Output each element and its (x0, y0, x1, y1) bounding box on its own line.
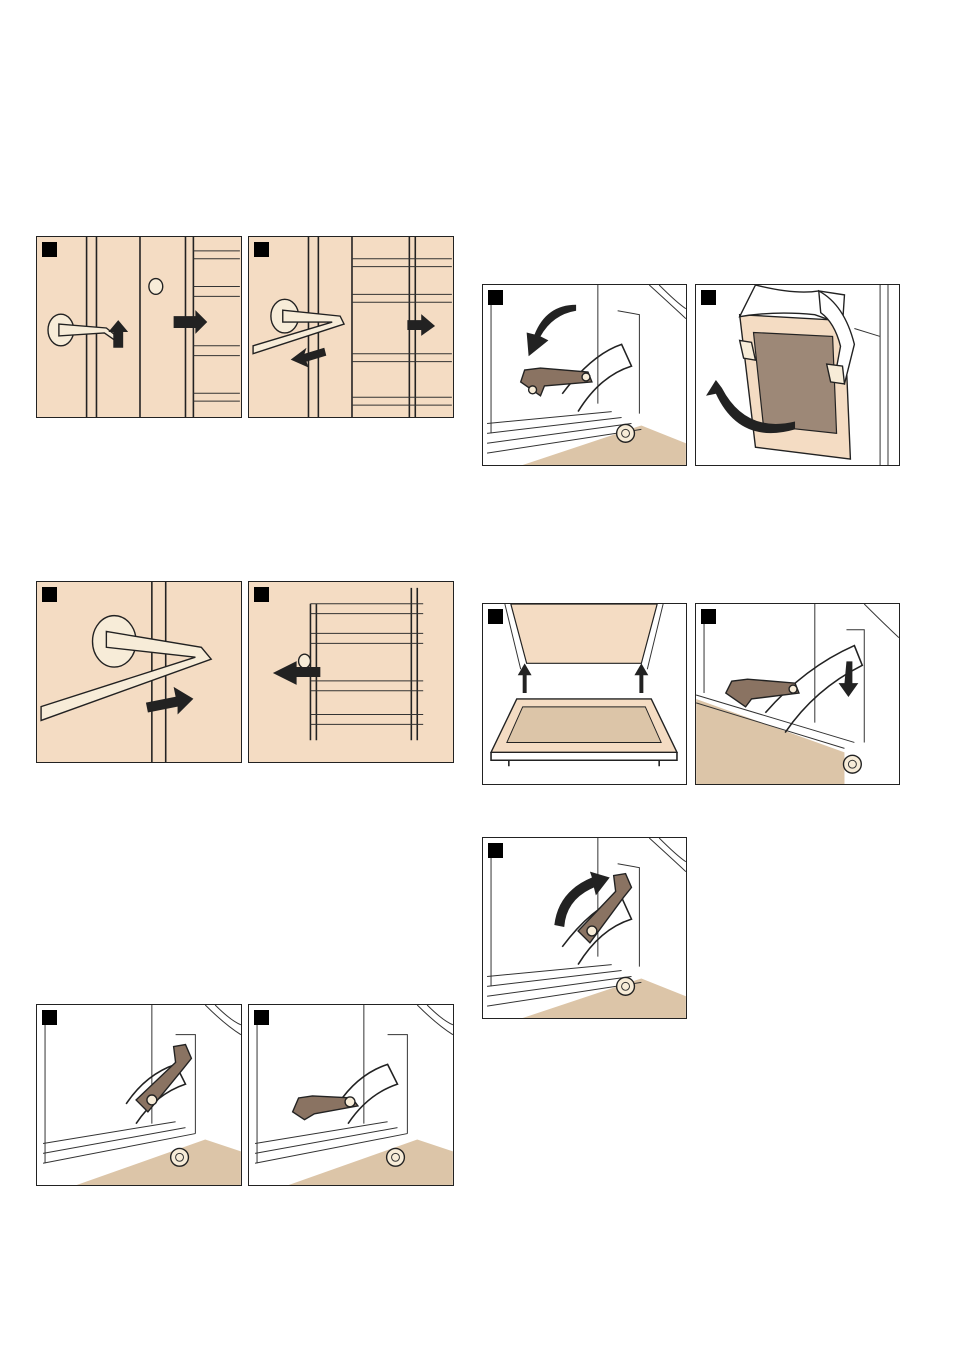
figure-door-lift (695, 284, 900, 466)
rail-insert-illustration (37, 582, 241, 762)
figure-rail-fit (248, 581, 454, 763)
figure-badge (42, 1010, 57, 1025)
figure-badge (254, 587, 269, 602)
figure-hinge-engage (695, 603, 900, 785)
figure-hinge-fold (482, 284, 687, 466)
figure-badge (42, 587, 57, 602)
hinge-lock-down-illustration (249, 1005, 453, 1185)
figure-badge (488, 609, 503, 624)
figure-badge (701, 609, 716, 624)
door-lift-illustration (696, 285, 899, 465)
rail-fit-illustration (249, 582, 453, 762)
figure-hinge-lock-down (248, 1004, 454, 1186)
figure-door-insert (482, 603, 687, 785)
figure-badge (488, 843, 503, 858)
figure-badge (42, 242, 57, 257)
figure-badge (254, 1010, 269, 1025)
door-insert-illustration (483, 604, 686, 784)
figure-badge (488, 290, 503, 305)
figure-hinge-close (482, 837, 687, 1019)
figure-badge (701, 290, 716, 305)
hinge-lock-up-illustration (37, 1005, 241, 1185)
figure-hinge-lock-up (36, 1004, 242, 1186)
hinge-engage-illustration (696, 604, 899, 784)
hinge-fold-illustration (483, 285, 686, 465)
rail-remove-illustration (249, 237, 453, 417)
figure-rail-insert (36, 581, 242, 763)
rail-lift-illustration (37, 237, 241, 417)
hinge-close-illustration (483, 838, 686, 1018)
figure-rail-remove (248, 236, 454, 418)
figure-badge (254, 242, 269, 257)
figure-rail-lift (36, 236, 242, 418)
